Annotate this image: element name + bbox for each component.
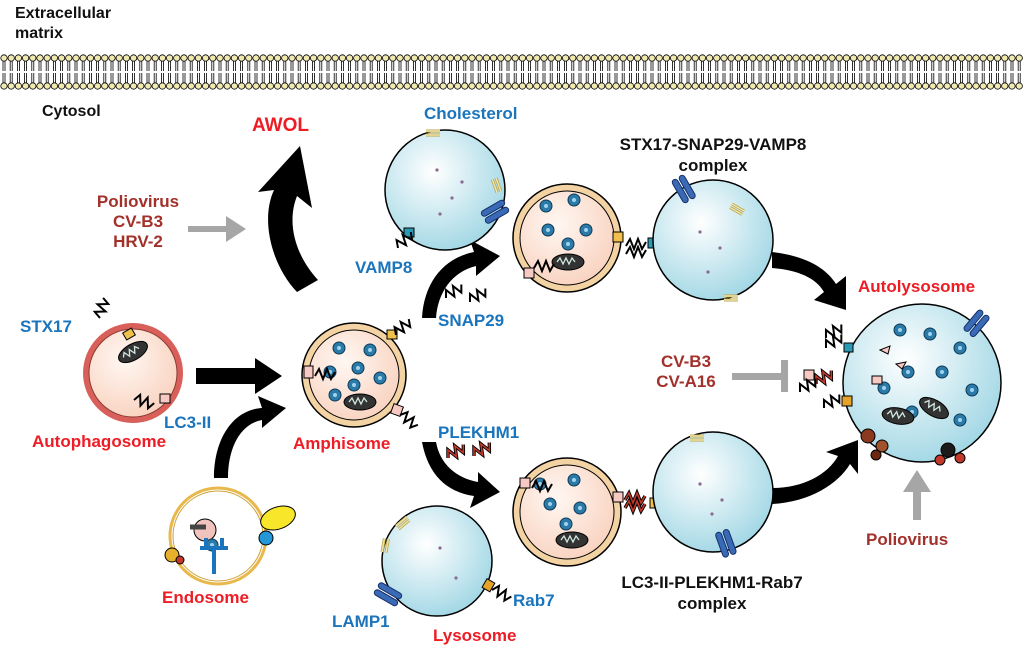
- amphisome-label: Amphisome: [293, 434, 391, 453]
- autophagosome-label: Autophagosome: [32, 432, 167, 451]
- stx17-label: STX17: [20, 317, 72, 336]
- pathway-arrows: [196, 146, 858, 508]
- awol-label: AWOL: [252, 115, 309, 136]
- arrow-autophagosome-to-amphisome: [196, 358, 282, 394]
- plekhm1-complex-name: LC3-II-PLEKHM1-Rab7: [621, 573, 803, 592]
- endosome: [164, 486, 296, 586]
- virus-group-1-label: Poliovirus CV-B3 HRV-2: [86, 192, 190, 252]
- released-snare-fragments: [795, 366, 837, 396]
- snare-complex-name: STX17-SNAP29-VAMP8: [619, 135, 807, 154]
- plasma-membrane: [0, 54, 1023, 90]
- plekhm1-complex-word: complex: [677, 594, 747, 613]
- arrow-to-plekhm1-path: [422, 442, 500, 508]
- snap29-molecules: [441, 280, 490, 306]
- arrow-amphisome-to-awol: [258, 146, 318, 292]
- grey-arrow-viruses-to-awol: [188, 216, 246, 242]
- virus-cvb3: CV-B3: [112, 212, 164, 231]
- snare-complex-word: complex: [678, 156, 748, 175]
- arrow-plekhm1-to-autolysosome: [772, 440, 858, 504]
- amphisome: [301, 315, 421, 432]
- snap29-label: SNAP29: [438, 311, 505, 330]
- virus-hrv2: HRV-2: [113, 232, 163, 251]
- endosome-label: Endosome: [162, 588, 249, 607]
- virus-effect-markers: [188, 216, 931, 520]
- virus-group-2-label: CV-B3 CV-A16: [636, 352, 736, 392]
- lysosome-label: Lysosome: [433, 626, 517, 645]
- plekhm1-complex-vesicles: [512, 431, 774, 567]
- virus-cva16: CV-A16: [656, 372, 716, 391]
- autolysosome-label: Autolysosome: [858, 277, 976, 296]
- cytosol-label: Cytosol: [42, 103, 101, 120]
- lc3-label: LC3-II: [164, 413, 212, 432]
- autolysosome: [819, 303, 1002, 466]
- plekhm1-label: PLEKHM1: [438, 423, 520, 442]
- poliovirus-bottom-label: Poliovirus: [866, 530, 949, 549]
- vamp8-vesicle: [384, 129, 511, 252]
- virus-poliovirus: Poliovirus: [96, 192, 180, 211]
- plekhm1-molecules: [442, 438, 495, 463]
- snare-complex-vesicles: [512, 173, 774, 302]
- arrow-to-snare-path: [422, 240, 500, 318]
- plekhm1-complex-label: LC3-II-PLEKHM1-Rab7 complex: [572, 572, 852, 614]
- arrow-snare-to-autolysosome: [772, 252, 846, 310]
- lysosome: [372, 505, 514, 617]
- grey-arrow-poliovirus-up: [903, 470, 931, 520]
- arrow-endosome-to-amphisome: [214, 396, 286, 478]
- snare-complex-label: STX17-SNAP29-VAMP8 complex: [568, 134, 858, 176]
- vamp8-label: VAMP8: [355, 258, 413, 277]
- virus-cvb3-2: CV-B3: [660, 352, 712, 371]
- extracellular-label: Extracellular matrix: [15, 5, 112, 42]
- inhibition-bar-cap: [781, 360, 788, 392]
- inhibition-bar-line: [732, 373, 784, 380]
- lamp1-label: LAMP1: [332, 612, 390, 631]
- rab7-label: Rab7: [513, 591, 555, 610]
- cholesterol-label: Cholesterol: [424, 104, 518, 123]
- autophagosome: [83, 295, 183, 423]
